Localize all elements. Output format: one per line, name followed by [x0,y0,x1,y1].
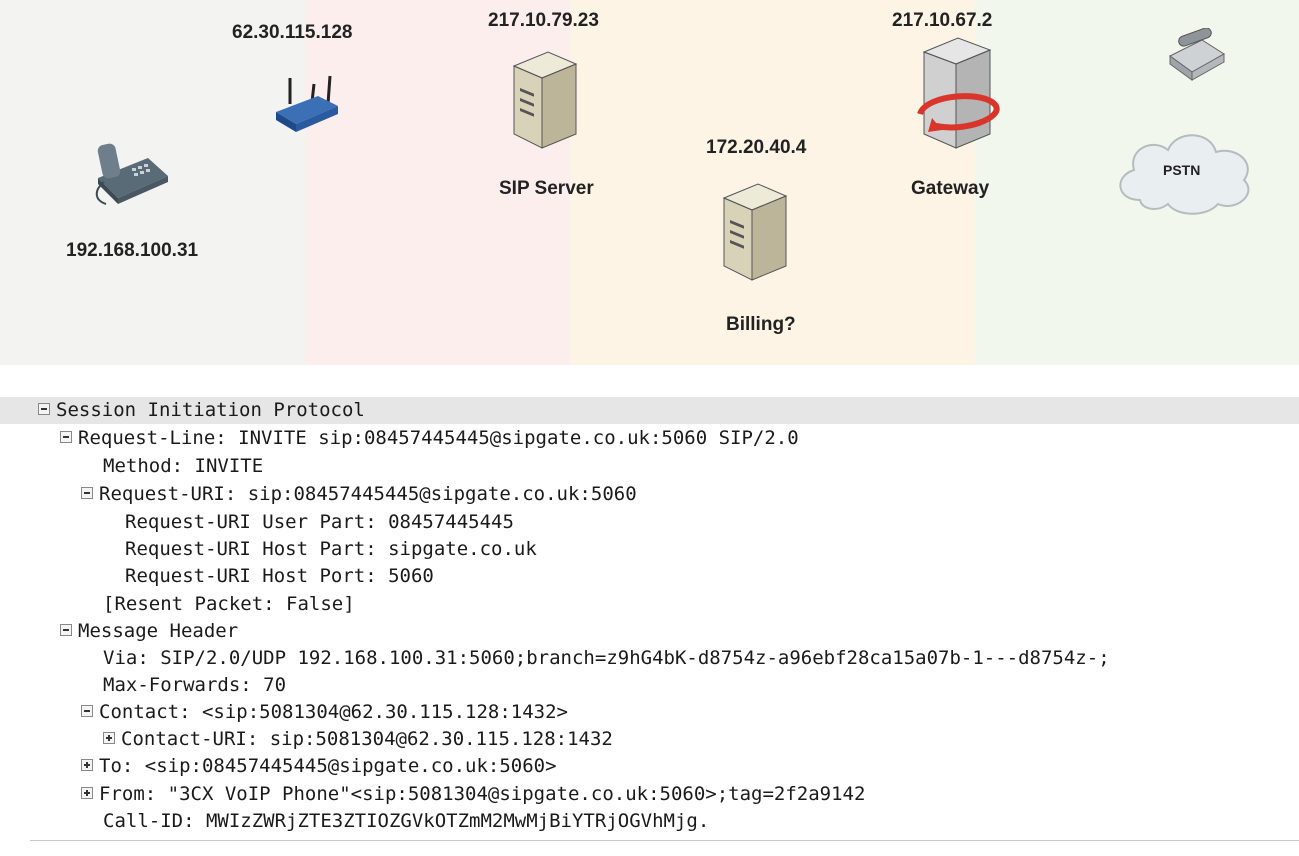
sip-server-icon [512,51,578,149]
collapse-toggle-icon[interactable] [60,430,72,443]
tree-row-label: Via: SIP/2.0/UDP 192.168.100.31:5060;bra… [103,647,1110,669]
gateway-icon [917,37,1000,149]
tree-row-label: To: <sip:08457445445@sipgate.co.uk:5060> [99,755,557,777]
pane-bottom-divider [30,840,1299,841]
tree-row-label: Max-Forwards: 70 [103,674,287,696]
tree-row-label: Contact-URI: sip:5081304@62.30.115.128:1… [121,728,613,750]
billing-server-icon [722,183,788,281]
tree-row-uri-user[interactable]: Request-URI User Part: 08457445445 [0,509,514,536]
gateway-ip-label: 217.10.67.2 [892,10,993,31]
collapse-toggle-icon[interactable] [60,623,72,636]
sip-server-name-label: SIP Server [499,178,594,199]
tree-row-resent[interactable]: [Resent Packet: False] [0,591,355,618]
collapse-toggle-icon[interactable] [81,704,93,717]
tree-row-request-uri[interactable]: Request-URI: sip:08457445445@sipgate.co.… [0,481,637,508]
expand-toggle-icon[interactable] [103,731,115,744]
gateway-name-label: Gateway [911,178,990,199]
tree-row-contact[interactable]: Contact: <sip:5081304@62.30.115.128:1432… [0,699,568,726]
tree-row-message-header[interactable]: Message Header [0,618,238,645]
router-ip-label: 62.30.115.128 [232,22,353,43]
tree-row-request-line[interactable]: Request-Line: INVITE sip:08457445445@sip… [0,425,799,452]
tree-row-label: [Resent Packet: False] [103,593,355,615]
billing-ip-label: 172.20.40.4 [706,137,807,158]
expand-toggle-icon[interactable] [81,786,93,799]
packet-detail-tree: Session Initiation Protocol Request-Line… [0,395,1299,856]
tree-row-label: Contact: <sip:5081304@62.30.115.128:1432… [99,701,568,723]
pstn-phone-icon [1169,28,1225,81]
zone-provider [570,0,975,365]
network-diagram: 192.168.100.31 62.30.115.128 217.10.79.2… [0,0,1299,365]
tree-row-to[interactable]: To: <sip:08457445445@sipgate.co.uk:5060> [0,753,557,780]
tree-row-label: Request-URI Host Part: sipgate.co.uk [125,538,537,560]
sip-server-ip-label: 217.10.79.23 [488,10,599,31]
tree-row-sip[interactable]: Session Initiation Protocol [0,397,1299,424]
tree-row-call-id[interactable]: Call-ID: MWIzZWRjZTE3ZTIOZGVkOTZmM2MwMjB… [0,808,709,835]
billing-name-label: Billing? [726,314,796,335]
tree-row-label: Call-ID: MWIzZWRjZTE3ZTIOZGVkOTZmM2MwMjB… [103,810,710,832]
collapse-toggle-icon[interactable] [38,402,50,415]
tree-row-label: Method: INVITE [103,455,264,477]
tree-row-label: Request-URI Host Port: 5060 [125,565,434,587]
tree-row-uri-port[interactable]: Request-URI Host Port: 5060 [0,563,434,590]
desk-phone-icon [95,143,168,205]
tree-row-uri-host[interactable]: Request-URI Host Part: sipgate.co.uk [0,536,537,563]
tree-row-label: Request-URI User Part: 08457445445 [125,511,514,533]
tree-row-via[interactable]: Via: SIP/2.0/UDP 192.168.100.31:5060;bra… [0,645,1110,672]
pstn-cloud-icon [1119,134,1250,215]
tree-row-max-forwards[interactable]: Max-Forwards: 70 [0,672,286,699]
collapse-toggle-icon[interactable] [81,486,93,499]
phone-ip-label: 192.168.100.31 [66,240,199,261]
pstn-label: PSTN [1163,162,1201,178]
tree-row-label: Request-URI: sip:08457445445@sipgate.co.… [99,483,637,505]
router-icon [276,75,338,132]
tree-row-label: Message Header [78,620,239,642]
tree-row-label: Request-Line: INVITE sip:08457445445@sip… [78,427,799,449]
tree-row-label: Session Initiation Protocol [56,399,365,421]
tree-row-contact-uri[interactable]: Contact-URI: sip:5081304@62.30.115.128:1… [0,726,613,753]
expand-toggle-icon[interactable] [81,758,93,771]
tree-row-label: From: "3CX VoIP Phone"<sip:5081304@sipga… [99,783,866,805]
tree-row-from[interactable]: From: "3CX VoIP Phone"<sip:5081304@sipga… [0,781,865,808]
tree-row-method[interactable]: Method: INVITE [0,453,263,480]
